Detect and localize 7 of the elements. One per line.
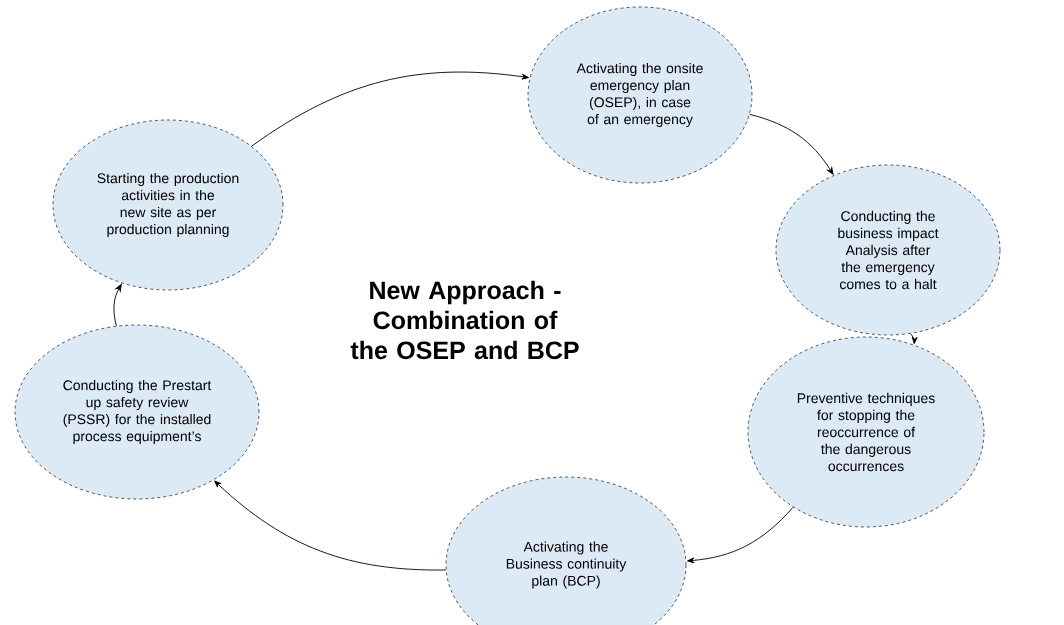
arrow — [687, 506, 794, 564]
arrow — [251, 71, 529, 147]
title: New Approach - Combination of the OSEP and BCP — [350, 280, 579, 360]
arrow — [910, 333, 918, 345]
arrow — [113, 283, 122, 327]
arrow — [214, 480, 447, 571]
arrow — [749, 113, 834, 175]
